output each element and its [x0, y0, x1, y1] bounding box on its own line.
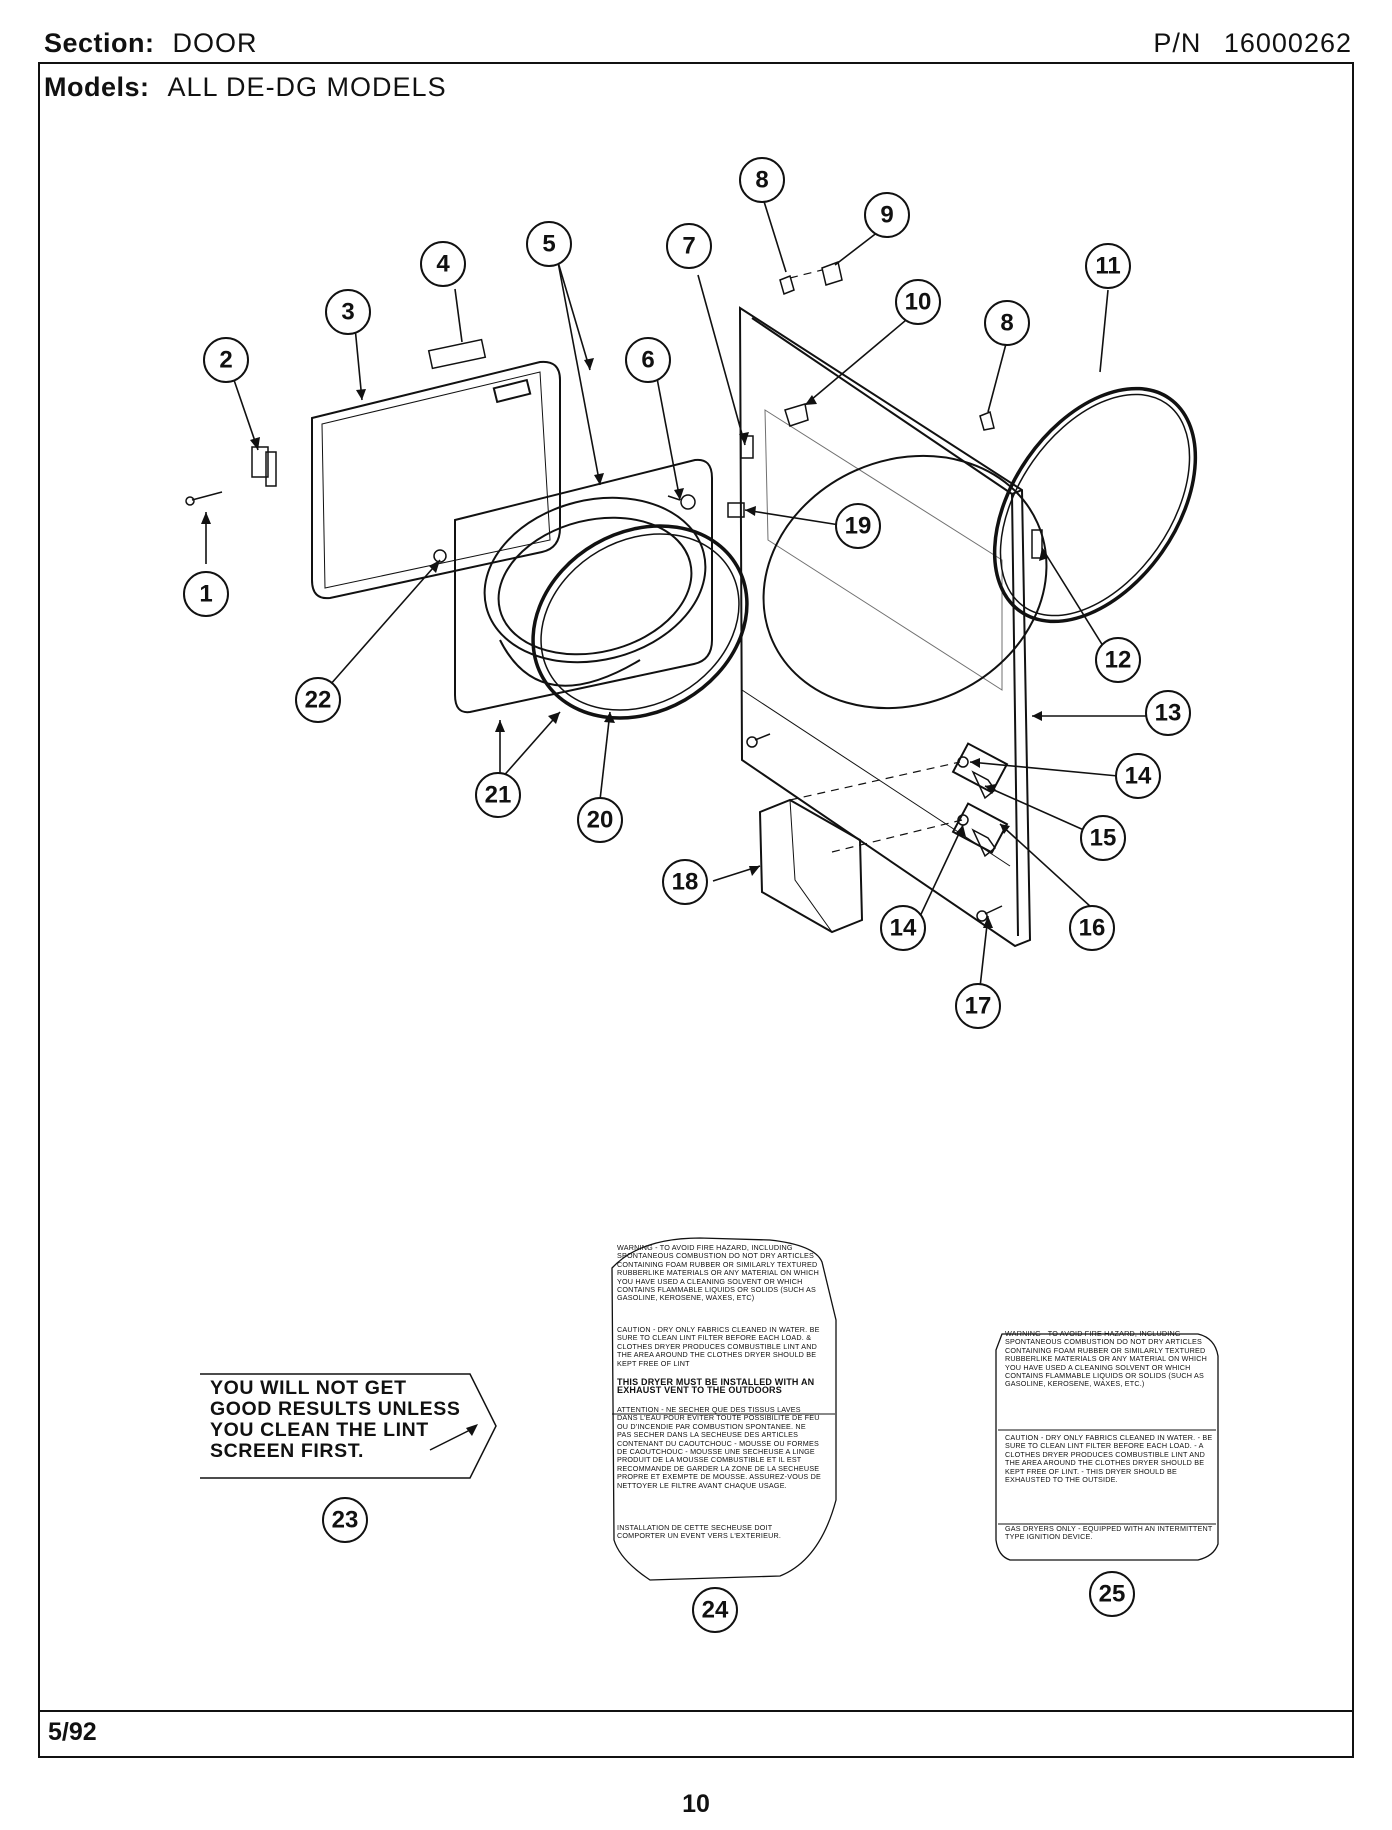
callout-21: 21 [485, 782, 512, 809]
models-label: Models: [44, 72, 150, 102]
door-seal [531, 524, 749, 720]
label-24-installation: INSTALLATION DE CETTE SECHEUSE DOIT COMP… [617, 1523, 782, 1541]
label-25-caution: CAUTION - DRY ONLY FABRICS CLEANED IN WA… [1005, 1433, 1213, 1485]
label-24-warning: WARNING - TO AVOID FIRE HAZARD, INCLUDIN… [617, 1243, 820, 1303]
callout-10: 10 [905, 289, 932, 316]
outer-door-panel [454, 458, 713, 714]
models-value: ALL DE-DG MODELS [167, 72, 447, 102]
callout-15: 15 [1090, 825, 1117, 852]
callout-24: 24 [702, 1597, 729, 1624]
label-24-attention: ATTENTION - NE SECHER QUE DES TISSUS LAV… [617, 1405, 821, 1490]
lint-label-outline [200, 1373, 497, 1479]
models-header: Models: ALL DE-DG MODELS [44, 72, 447, 103]
callout-20: 20 [587, 807, 614, 834]
callout-7: 7 [682, 233, 695, 260]
callout-17: 17 [965, 993, 992, 1020]
callout-5: 5 [542, 231, 555, 258]
filter-cover [758, 798, 864, 934]
callout-14b: 14 [890, 915, 917, 942]
callout-16: 16 [1079, 915, 1106, 942]
lint-label-line-4: SCREEN FIRST. [210, 1440, 365, 1462]
front-panel [738, 306, 1048, 948]
callout-25: 25 [1099, 1581, 1126, 1608]
callout-8a: 8 [755, 167, 768, 194]
part-number-label: P/N [1153, 28, 1202, 58]
drum-seal-ring [992, 386, 1198, 624]
callout-22: 22 [305, 687, 332, 714]
diagram-frame [38, 62, 1354, 1758]
lint-label-line-3: YOU CLEAN THE LINT [210, 1419, 429, 1441]
label-25-warning: WARNING - TO AVOID FIRE HAZARD, INCLUDIN… [1005, 1329, 1208, 1389]
lint-label-line-2: GOOD RESULTS UNLESS [210, 1398, 461, 1420]
label-25-gas-dryers: GAS DRYERS ONLY - EQUIPPED WITH AN INTER… [1005, 1524, 1213, 1542]
inner-door-panel [311, 360, 561, 600]
callout-3: 3 [341, 299, 354, 326]
page-number: 10 [682, 1790, 710, 1818]
lint-screen-label: YOU WILL NOT GET GOOD RESULTS UNLESS YOU… [210, 1378, 460, 1462]
revision-date: 5/92 [48, 1718, 97, 1746]
callout-11: 11 [1095, 253, 1120, 280]
section-header: Section: DOOR [44, 28, 258, 59]
footer-divider [38, 1710, 1354, 1712]
section-value: DOOR [172, 28, 258, 58]
callout-18: 18 [672, 869, 699, 896]
callout-2: 2 [219, 347, 232, 374]
part-number-value: 16000262 [1223, 28, 1352, 58]
callout-9: 9 [880, 202, 893, 229]
part-number-header: P/N 16000262 [1153, 28, 1352, 59]
section-label: Section: [44, 28, 155, 58]
callout-4: 4 [436, 251, 450, 278]
callout-12: 12 [1105, 647, 1132, 674]
warning-label-25-outline [995, 1333, 1219, 1561]
callout-1: 1 [199, 581, 212, 608]
callout-19: 19 [845, 513, 872, 540]
callout-23: 23 [332, 1507, 359, 1534]
lint-label-line-1: YOU WILL NOT GET [210, 1377, 407, 1399]
warning-label-24-outline [611, 1237, 837, 1581]
label-24-install: THIS DRYER MUST BE INSTALLED WITH AN EXH… [617, 1377, 815, 1396]
callout-13: 13 [1155, 700, 1182, 727]
label-24-caution: CAUTION - DRY ONLY FABRICS CLEANED IN WA… [617, 1325, 820, 1368]
callout-8b: 8 [1000, 310, 1013, 337]
callout-14a: 14 [1125, 763, 1152, 790]
callout-6: 6 [641, 347, 654, 374]
